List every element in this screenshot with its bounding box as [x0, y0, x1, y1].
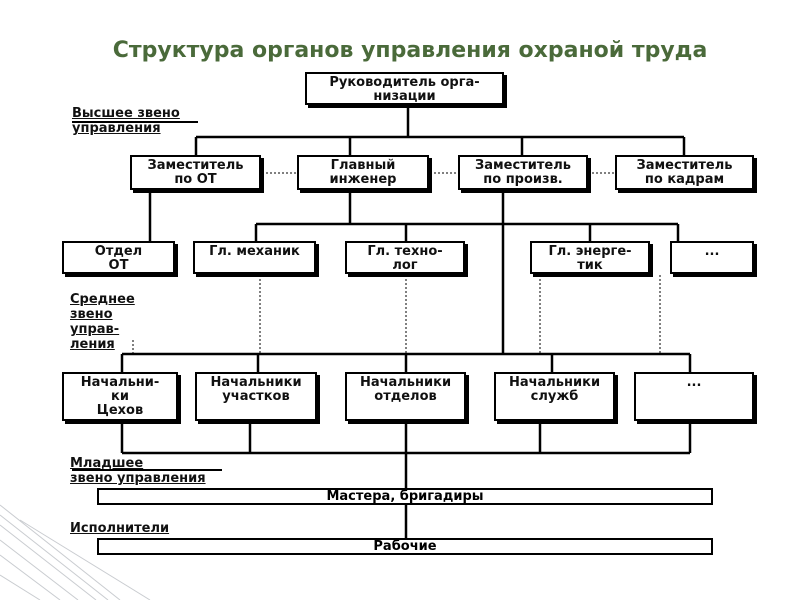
box-heads-departments: Начальники отделов	[345, 372, 466, 421]
box-deputy-production: Заместитель по произв.	[458, 155, 588, 190]
level-label-top: Высшее звено управления	[72, 106, 180, 136]
box-deputy-ot: Заместитель по ОТ	[130, 155, 261, 190]
box-head: Руководитель орга- низации	[305, 72, 504, 105]
page-title: Структура органов управления охраной тру…	[112, 38, 708, 63]
box-heads-shops: Начальни- ки Цехов	[62, 372, 178, 421]
level-label-junior: Младшее звено управления	[70, 456, 206, 486]
level-label-executors: Исполнители	[70, 521, 170, 536]
bar-masters: Мастера, бригадиры	[97, 488, 713, 505]
box-etc-2: ...	[634, 372, 754, 421]
box-heads-services: Начальники служб	[494, 372, 615, 421]
level-label-middle: Среднее звено управ- ления	[70, 292, 135, 352]
box-etc-1: ...	[670, 241, 754, 274]
box-chief-technologist: Гл. техно- лог	[345, 241, 465, 274]
box-chief-energy: Гл. энерге- тик	[530, 241, 650, 274]
box-deputy-hr: Заместитель по кадрам	[615, 155, 754, 190]
box-dept-ot: Отдел ОТ	[62, 241, 175, 274]
box-heads-sections: Начальники участков	[195, 372, 317, 421]
box-chief-engineer: Главный инженер	[297, 155, 429, 190]
bar-workers: Рабочие	[97, 538, 713, 555]
box-chief-mechanic: Гл. механик	[193, 241, 316, 274]
